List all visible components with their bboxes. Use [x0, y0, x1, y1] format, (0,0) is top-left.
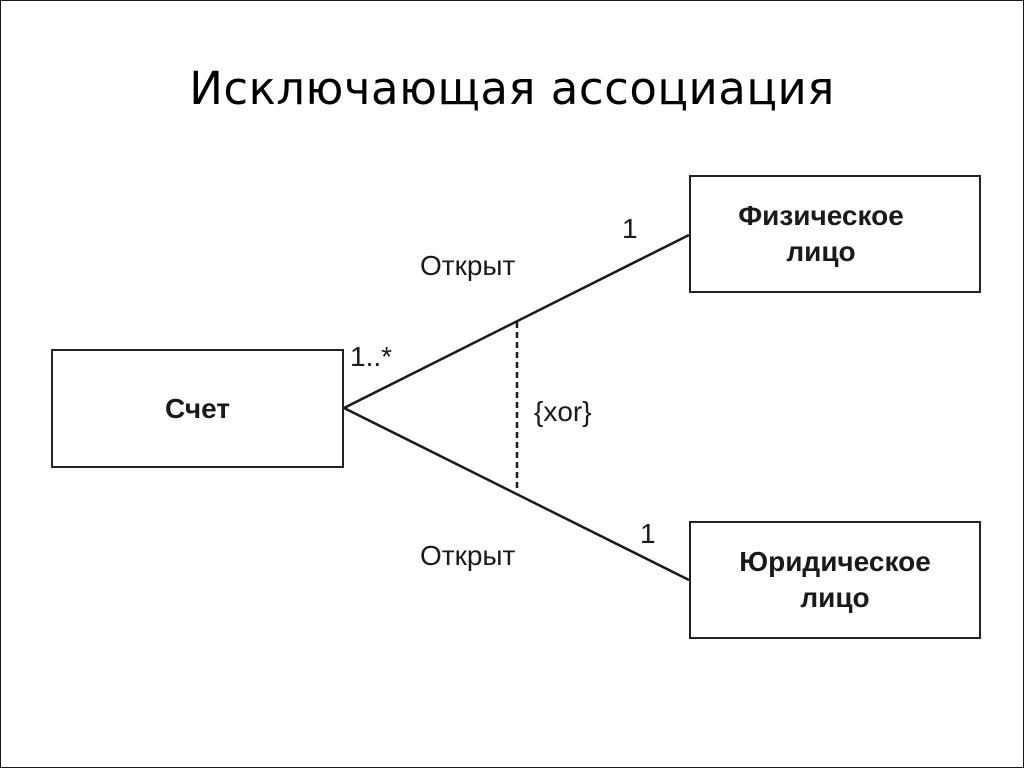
class-name-legal-entity: Юридическое лицо	[739, 544, 931, 616]
slide-title: Исключающая ассоциация	[189, 62, 835, 115]
class-name-individual-line1: Физическое	[738, 200, 904, 231]
multiplicity-account-end: 1..*	[350, 341, 393, 372]
class-box-account: Счет	[51, 349, 344, 468]
class-name-individual: Физическое лицо	[738, 198, 904, 270]
multiplicity-legal-entity-end: 1	[640, 518, 656, 549]
class-box-individual: Физическое лицо	[689, 175, 981, 293]
xor-constraint-label: {xor}	[534, 396, 592, 427]
multiplicity-individual-end: 1	[622, 213, 638, 244]
class-name-legal-entity-line2: лицо	[800, 582, 870, 613]
class-name-individual-line2: лицо	[786, 236, 856, 267]
class-box-legal-entity: Юридическое лицо	[689, 521, 981, 639]
association-label-bottom: Открыт	[420, 540, 516, 571]
class-name-legal-entity-line1: Юридическое	[739, 546, 931, 577]
association-label-top: Открыт	[420, 250, 516, 281]
class-name-account: Счет	[164, 392, 231, 424]
